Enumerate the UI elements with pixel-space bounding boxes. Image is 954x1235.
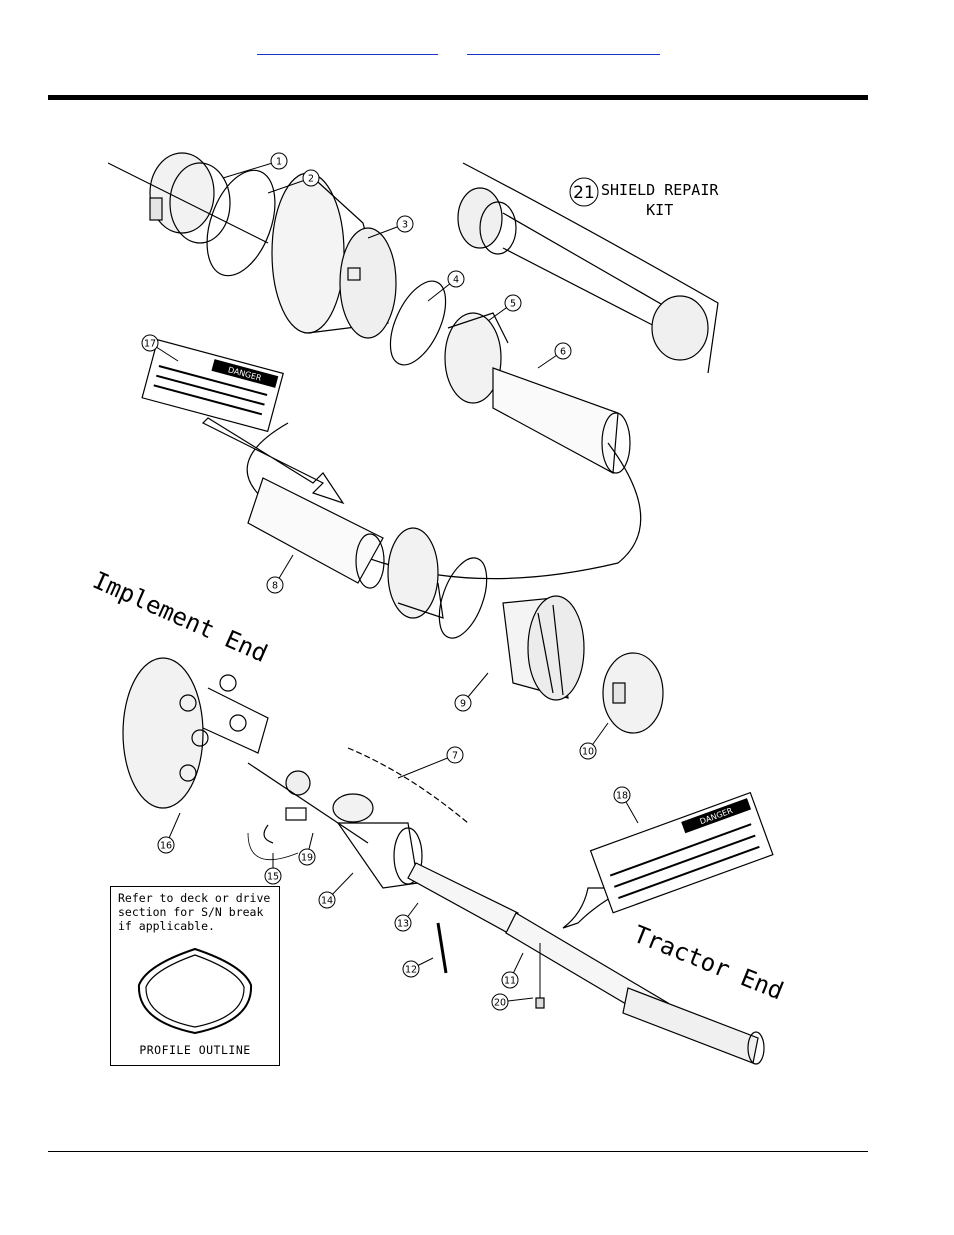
callout-number-7: 7 — [452, 751, 458, 762]
callout-number-13: 13 — [397, 919, 409, 930]
callout-number-1: 1 — [276, 157, 282, 168]
part-17-decal: DANGER — [141, 339, 284, 433]
callout-bubble-3 — [396, 215, 414, 233]
callout-number-17: 17 — [144, 339, 156, 350]
footer-rule — [48, 1151, 868, 1152]
callout-bubble-19 — [298, 848, 316, 866]
callout-bubble-5 — [504, 294, 522, 312]
callout-bubble-12 — [402, 960, 420, 978]
callout-number-15: 15 — [267, 872, 279, 883]
header-link-left[interactable] — [257, 38, 438, 55]
diagram-drawing: DANGER DANGER 12345678910111213141516171… — [108, 152, 774, 1065]
callout-bubble-17 — [141, 334, 159, 352]
part-4-ring-lower — [438, 557, 488, 639]
decal-arrow-upper — [201, 417, 345, 505]
callout-number-14: 14 — [321, 896, 333, 907]
callout-bubble-13 — [394, 914, 412, 932]
callout-bubble-20 — [491, 993, 509, 1011]
part-19-cross-kit — [247, 762, 369, 844]
callout-number-10: 10 — [582, 747, 594, 758]
callout-number-3: 3 — [402, 220, 408, 231]
part-5-bearing-lower — [387, 527, 444, 619]
callout-number-9: 9 — [460, 699, 466, 710]
callout-number-20: 20 — [494, 998, 506, 1009]
callout-bubble-7 — [446, 746, 464, 764]
part-20-zerk — [535, 997, 545, 1009]
profile-note-box: Refer to deck or drive section for S/N b… — [110, 886, 280, 1066]
part-13-inner-tube — [407, 862, 519, 934]
profile-outline-icon — [137, 947, 253, 1035]
tractor-splined-shaft — [622, 987, 765, 1065]
callout-bubble-10 — [579, 742, 597, 760]
part-7-chain — [347, 747, 469, 824]
header-link-right[interactable] — [467, 38, 660, 55]
callout-number-16: 16 — [160, 841, 172, 852]
callout-leader-7 — [397, 754, 456, 779]
part-6-tube-upper — [492, 367, 631, 474]
callout-number-18: 18 — [616, 791, 628, 802]
part-12-spring-pin — [436, 922, 448, 974]
kit-label-line1: SHIELD REPAIR — [601, 181, 719, 199]
callout-number-21: 21 — [573, 183, 595, 203]
callout-number-2: 2 — [308, 174, 314, 185]
callout-bubble-15 — [264, 867, 282, 885]
callout-bubble-9 — [454, 694, 472, 712]
kit-label-line2: KIT — [646, 201, 674, 219]
shield-repair-kit-label: SHIELD REPAIR KIT — [601, 180, 718, 220]
callout-bubble-14 — [318, 891, 336, 909]
callout-bubble-21 — [569, 177, 599, 207]
part-2-ring — [206, 169, 276, 277]
part-16-clutch-yoke — [122, 657, 269, 809]
callout-number-5: 5 — [510, 299, 516, 310]
callout-number-8: 8 — [272, 581, 278, 592]
callout-bubble-6 — [554, 342, 572, 360]
callout-number-12: 12 — [405, 965, 417, 976]
callout-bubble-8 — [266, 576, 284, 594]
part-10-shield-bearing — [602, 652, 664, 734]
callout-bubble-1 — [270, 152, 288, 170]
part-1-shield-bearing — [108, 152, 269, 244]
part-5-bearing-upper — [444, 312, 509, 404]
part-3-cone — [271, 172, 397, 339]
part-8-tube-lower — [247, 477, 385, 589]
part-14-yoke — [332, 793, 423, 889]
part-4-ring-upper — [389, 280, 447, 366]
header-rule — [48, 95, 868, 100]
part-9-cone — [502, 595, 585, 701]
callout-number-11: 11 — [504, 976, 516, 987]
callout-number-6: 6 — [560, 347, 566, 358]
sn-break-note: Refer to deck or drive section for S/N b… — [118, 891, 271, 933]
callout-bubble-2 — [302, 169, 320, 187]
callout-leader-1 — [222, 160, 280, 179]
part-18-decal: DANGER — [589, 791, 774, 914]
profile-outline-label: PROFILE OUTLINE — [139, 1043, 251, 1057]
callout-bubble-11 — [501, 971, 519, 989]
callout-bubble-4 — [447, 270, 465, 288]
part-21-shield-kit — [457, 162, 719, 374]
part-15-snap-ring — [263, 824, 274, 844]
callout-number-19: 19 — [301, 853, 313, 864]
callout-number-4: 4 — [453, 275, 459, 286]
callout-bubble-18 — [613, 786, 631, 804]
callout-bubble-16 — [157, 836, 175, 854]
